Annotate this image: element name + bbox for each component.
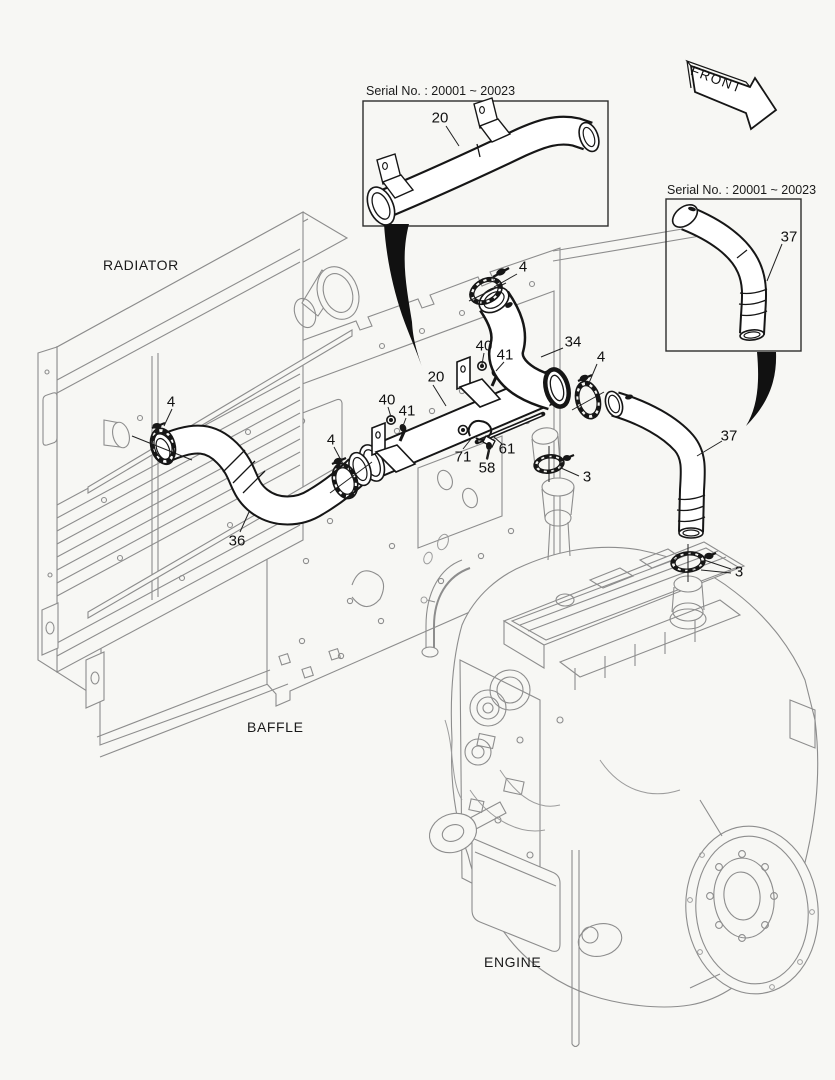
callout-61: 61 [498,440,516,458]
callout-37: 37 [720,427,738,445]
hose-36 [151,424,372,526]
callout-4: 4 [166,393,176,411]
engine-label: ENGINE [484,954,542,970]
inset-box-hose-37 [665,198,802,426]
callout-leaders [163,125,783,574]
serial-range-top: Serial No. : 20001 ~ 20023 [366,84,516,98]
inset2-pointer-swoosh [746,352,777,426]
engine-drawing [420,427,819,1048]
callout-41: 41 [398,402,416,420]
clamp-3-riser [533,446,575,482]
callout-71: 71 [454,448,472,466]
callout-20: 20 [431,109,449,127]
pipe-bracket-lower [371,421,417,473]
callout-20: 20 [427,368,445,386]
radiator-label: RADIATOR [103,257,179,273]
callout-3: 3 [734,563,744,581]
serial-range-right: Serial No. : 20001 ~ 20023 [667,183,817,197]
callout-58: 58 [478,459,496,477]
callout-37: 37 [780,228,798,246]
clamp-4-hose37 [571,373,605,420]
baffle-label: BAFFLE [247,719,304,735]
callout-41: 41 [496,346,514,364]
clamp-4-hose36 [329,456,373,500]
callout-40: 40 [475,337,493,355]
callout-4: 4 [326,431,336,449]
inset1-pointer-swoosh [384,224,423,370]
callout-4: 4 [518,258,528,276]
inset-box-pipe-20 [362,97,609,370]
hose-37-main [604,390,706,539]
callout-36: 36 [228,532,246,550]
callout-40: 40 [378,391,396,409]
clamp-4-radiator [131,421,193,465]
callout-3: 3 [582,468,592,486]
pipe-bracket-upper [456,355,502,408]
callout-4: 4 [596,348,606,366]
screw-41-lower [398,423,407,442]
hose-34 [478,286,571,411]
front-direction-arrow [685,59,778,131]
callout-34: 34 [564,333,582,351]
